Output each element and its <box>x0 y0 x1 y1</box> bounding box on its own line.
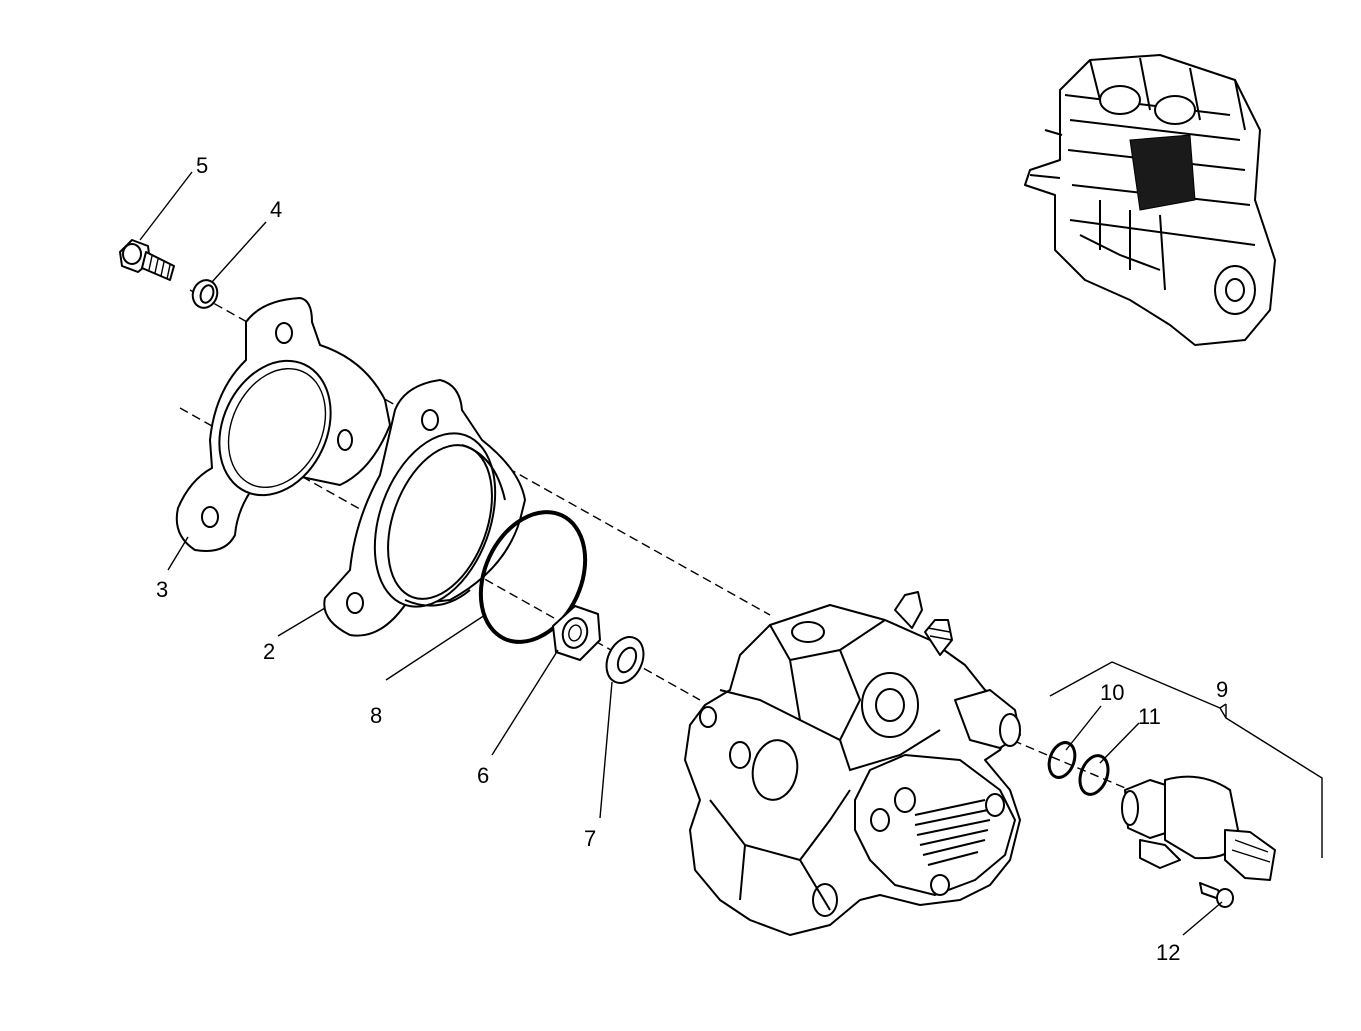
pump-cooling-fins <box>914 799 991 866</box>
callout-10: 10 <box>1100 680 1124 705</box>
callout-12: 12 <box>1156 940 1180 965</box>
bolt-part <box>119 239 175 281</box>
callout-7: 7 <box>584 826 596 851</box>
high-pressure-pump-part <box>684 591 1021 936</box>
callout-2: 2 <box>263 639 275 664</box>
o-ring-medium-part <box>1078 754 1110 796</box>
callout-5: 5 <box>196 153 208 178</box>
callout-labels: 5 4 3 2 8 6 7 10 11 9 12 <box>156 153 1228 965</box>
gasket-part <box>175 297 391 552</box>
callout-3: 3 <box>156 577 168 602</box>
engine-location-thumbnail <box>1024 54 1276 346</box>
callout-11: 11 <box>1138 704 1161 729</box>
nut-part <box>552 605 601 661</box>
callout-4: 4 <box>270 197 282 222</box>
screw-part <box>1199 882 1234 908</box>
flat-washer-part <box>605 636 645 684</box>
leader-lines <box>139 171 1323 936</box>
o-ring-part <box>478 510 588 644</box>
callout-8: 8 <box>370 703 382 728</box>
pressure-regulator-valve-part <box>1121 775 1276 881</box>
o-ring-small-part <box>1047 741 1077 779</box>
callout-6: 6 <box>477 763 489 788</box>
callout-9: 9 <box>1216 677 1228 702</box>
washer-part <box>191 279 219 309</box>
flange-adapter-part <box>323 379 526 637</box>
